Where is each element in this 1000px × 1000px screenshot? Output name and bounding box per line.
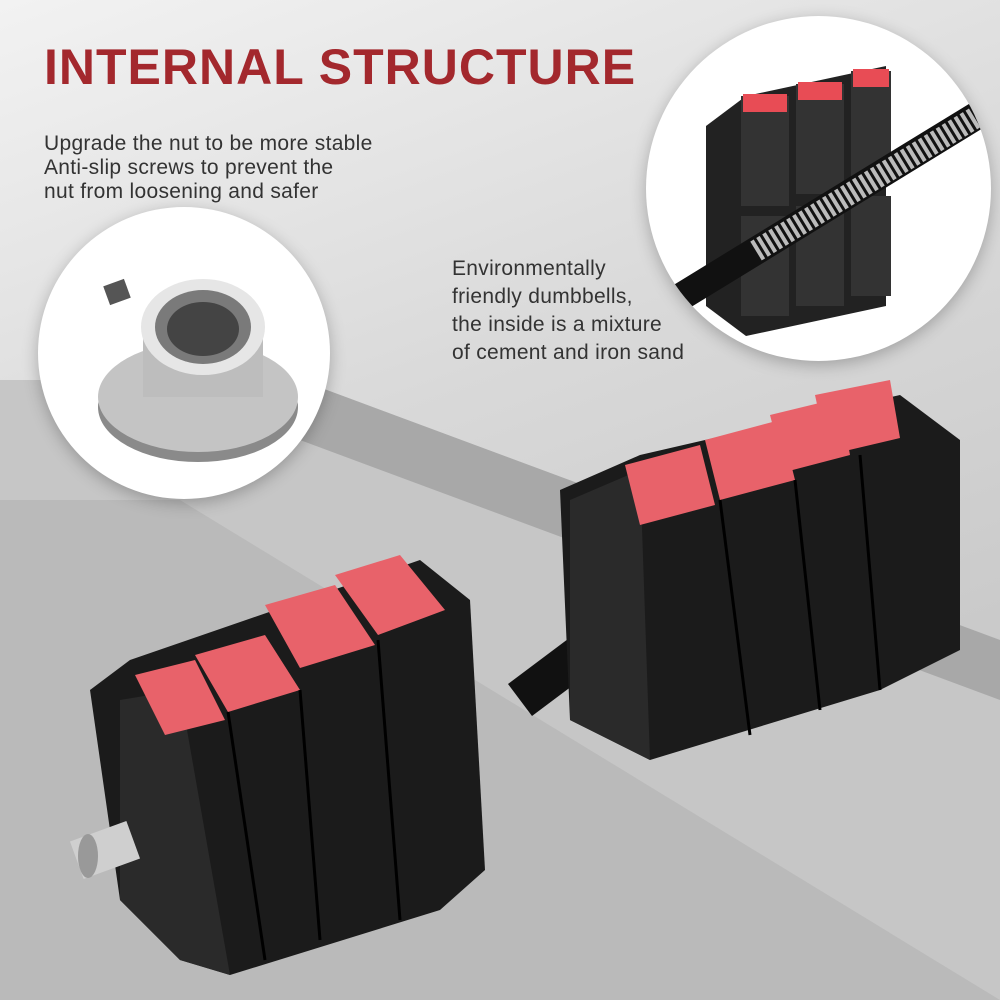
screw-icon: [103, 278, 131, 306]
desc-line: Environmentally: [452, 257, 606, 280]
left-plates: [69, 555, 485, 975]
right-plates: [560, 380, 960, 760]
desc-line: nut from loosening and safer: [44, 180, 319, 203]
desc-line: friendly dumbbells,: [452, 285, 633, 308]
desc-line: the inside is a mixture: [452, 313, 662, 336]
material-description: Environmentally friendly dumbbells, the …: [452, 255, 684, 367]
desc-line: Upgrade the nut to be more stable: [44, 132, 373, 155]
plate-cross-section-image: [646, 16, 991, 361]
desc-line: of cement and iron sand: [452, 341, 685, 364]
nut-image: [38, 207, 330, 499]
page-title: INTERNAL STRUCTURE: [44, 39, 637, 95]
desc-line: Anti-slip screws to prevent the: [44, 156, 334, 179]
nut-description: Upgrade the nut to be more stable Anti-s…: [44, 132, 373, 204]
